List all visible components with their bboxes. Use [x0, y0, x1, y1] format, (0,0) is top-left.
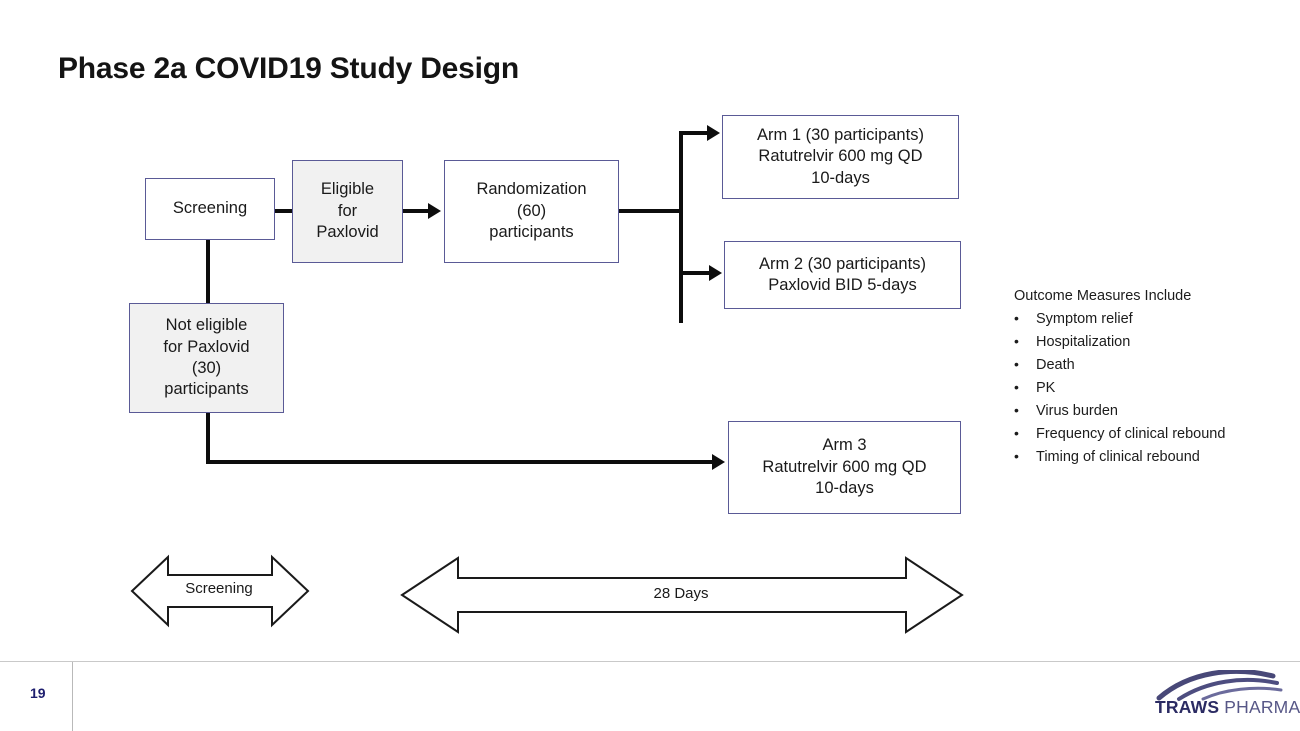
- connector-split-to-arm1: [679, 131, 709, 135]
- outcome-measure-item: • Timing of clinical rebound: [1014, 449, 1294, 465]
- flow-box-randomization-line2: (60): [516, 201, 547, 220]
- connector-split-vertical: [679, 131, 683, 323]
- arrowhead-randomization-icon: [428, 203, 441, 219]
- flow-box-screening[interactable]: Screening: [145, 178, 275, 240]
- bullet-icon: •: [1014, 424, 1019, 441]
- outcome-measure-label: Virus burden: [1036, 402, 1118, 419]
- outcome-measures-list: • Symptom relief • Hospitalization • Death • PK…: [1014, 311, 1294, 465]
- flow-box-arm3-line3: 10-days: [815, 479, 874, 498]
- timeline-arrow-screening: [130, 554, 310, 628]
- bullet-icon: •: [1014, 378, 1019, 395]
- flow-box-arm1-line1: Arm 1 (30 participants): [757, 125, 924, 144]
- page-number: 19: [30, 685, 46, 701]
- outcome-measures-title: Outcome Measures Include: [1014, 288, 1192, 304]
- outcome-measure-label: PK: [1036, 379, 1056, 396]
- flow-box-randomization-line1: Randomization: [476, 180, 587, 199]
- flow-box-not-eligible-line3: (30): [191, 359, 222, 377]
- flow-box-arm3-line2: Ratutrelvir 600 mg QD: [762, 457, 927, 476]
- outcome-measure-item: • PK: [1014, 380, 1294, 396]
- flow-box-arm2-line2: Paxlovid BID 5-days: [768, 276, 917, 294]
- outcome-measure-label: Frequency of clinical rebound: [1036, 425, 1226, 442]
- logo-swoosh-icon: [1156, 668, 1283, 701]
- bullet-icon: •: [1014, 447, 1019, 464]
- logo-traws-text: TRAWS: [1155, 697, 1220, 717]
- flow-box-eligible-line3: Paxlovid: [316, 223, 379, 242]
- traws-pharma-logo: TRAWS PHARMA: [1155, 668, 1300, 722]
- flow-box-arm2[interactable]: Arm 2 (30 participants) Paxlovid BID 5-d…: [724, 241, 961, 309]
- outcome-measure-label: Symptom relief: [1036, 310, 1133, 327]
- outcome-measure-item: • Death: [1014, 357, 1294, 373]
- page-title: Phase 2a COVID19 Study Design: [58, 52, 520, 85]
- flow-box-arm1-line2: Ratutrelvir 600 mg QD: [758, 147, 923, 166]
- outcome-measure-item: • Frequency of clinical rebound: [1014, 426, 1294, 442]
- flow-box-randomization[interactable]: Randomization (60) participants: [444, 160, 619, 263]
- flow-box-not-eligible-for-paxlovid[interactable]: Not eligible for Paxlovid (30) participa…: [129, 303, 284, 413]
- arrowhead-arm2-icon: [709, 265, 722, 281]
- footer-divider-horizontal: [0, 661, 1300, 662]
- outcome-measure-item: • Virus burden: [1014, 403, 1294, 419]
- connector-split-to-arm2: [679, 271, 711, 275]
- flow-box-eligible-line2: for: [337, 201, 358, 220]
- outcome-measure-label: Hospitalization: [1036, 333, 1131, 350]
- outcome-measures-panel: Outcome Measures Include • Symptom relief…: [1014, 289, 1294, 472]
- footer-divider-vertical: [72, 662, 73, 731]
- connector-randomization-out: [619, 209, 681, 213]
- bullet-icon: •: [1014, 355, 1019, 372]
- flow-box-arm2-line1: Arm 2 (30 participants): [759, 254, 926, 273]
- arrowhead-arm3-icon: [712, 454, 725, 470]
- outcome-measure-item: • Hospitalization: [1014, 334, 1294, 350]
- flow-box-arm1-line3: 10-days: [811, 168, 870, 187]
- flow-box-eligible-line1: Eligible: [320, 180, 375, 199]
- flow-box-arm1[interactable]: Arm 1 (30 participants) Ratutrelvir 600 …: [722, 115, 959, 199]
- bullet-icon: •: [1014, 401, 1019, 418]
- timeline-arrow-28-days: [400, 556, 964, 634]
- timeline-28-days-label: 28 Days: [653, 585, 709, 602]
- flow-box-not-eligible-line1: Not eligible: [165, 316, 248, 335]
- logo-wordmark: TRAWS PHARMA: [1155, 697, 1300, 718]
- connector-eligible-to-randomization: [403, 209, 430, 213]
- connector-not-eligible-down: [206, 412, 210, 464]
- connector-screening-to-eligible: [275, 209, 293, 213]
- flow-box-not-eligible-line2: for Paxlovid: [163, 337, 250, 356]
- flow-box-not-eligible-line4: participants: [164, 380, 249, 399]
- connector-screening-to-not-eligible: [206, 240, 210, 304]
- arrowhead-arm1-icon: [707, 125, 720, 141]
- outcome-measure-label: Death: [1036, 356, 1075, 373]
- bullet-icon: •: [1014, 332, 1019, 349]
- flow-box-screening-label: Screening: [172, 199, 248, 218]
- flow-box-arm3-line1: Arm 3: [822, 436, 867, 455]
- bullet-icon: •: [1014, 309, 1019, 326]
- outcome-measure-label: Timing of clinical rebound: [1036, 448, 1200, 465]
- outcome-measure-item: • Symptom relief: [1014, 311, 1294, 327]
- flow-box-randomization-line3: participants: [489, 223, 574, 242]
- flow-box-eligible-for-paxlovid[interactable]: Eligible for Paxlovid: [292, 160, 403, 263]
- connector-not-eligible-to-arm3: [206, 460, 714, 464]
- flow-box-arm3[interactable]: Arm 3 Ratutrelvir 600 mg QD 10-days: [728, 421, 961, 514]
- logo-pharma-text: PHARMA: [1219, 697, 1300, 717]
- timeline-screening-label: Screening: [185, 580, 253, 597]
